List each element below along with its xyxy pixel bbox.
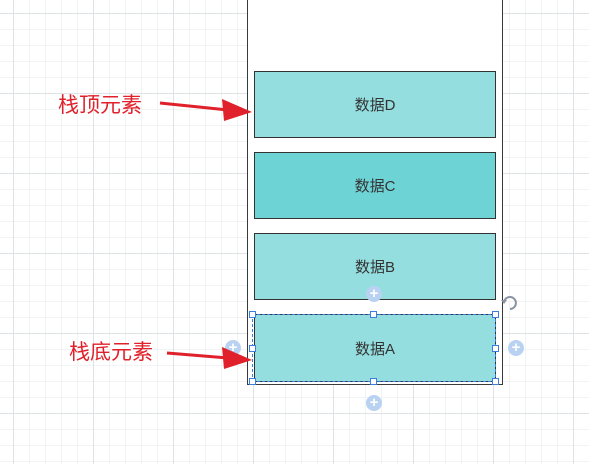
stack-block-c-label: 数据C [354, 178, 396, 195]
resize-handle-right[interactable] [492, 345, 499, 352]
stack-bottom-label: 栈底元素 [69, 340, 153, 364]
stack-bottom-arrow-icon [166, 347, 252, 369]
add-connection-bottom-plus-icon[interactable]: + [366, 395, 382, 411]
resize-handle-bottom-right[interactable] [492, 378, 499, 385]
resize-handle-top[interactable] [370, 311, 377, 318]
stack-block-d[interactable]: 数据D [254, 71, 496, 138]
resize-handle-bottom-left[interactable] [249, 378, 256, 385]
add-connection-right-plus-icon[interactable]: + [508, 340, 524, 356]
stack-block-b-label: 数据B [354, 259, 395, 276]
resize-handle-left[interactable] [249, 345, 256, 352]
stack-top-arrow-icon [159, 99, 252, 121]
stack-block-c[interactable]: 数据C [254, 152, 496, 219]
resize-handle-top-right[interactable] [492, 311, 499, 318]
rotate-icon[interactable] [499, 292, 521, 314]
add-connection-top-plus-icon[interactable]: + [366, 286, 382, 302]
stack-block-a-label: 数据A [354, 340, 395, 358]
stack-top-label: 栈顶元素 [58, 93, 142, 117]
resize-handle-bottom[interactable] [370, 378, 377, 385]
stack-block-d-label: 数据D [354, 97, 396, 114]
resize-handle-top-left[interactable] [249, 311, 256, 318]
